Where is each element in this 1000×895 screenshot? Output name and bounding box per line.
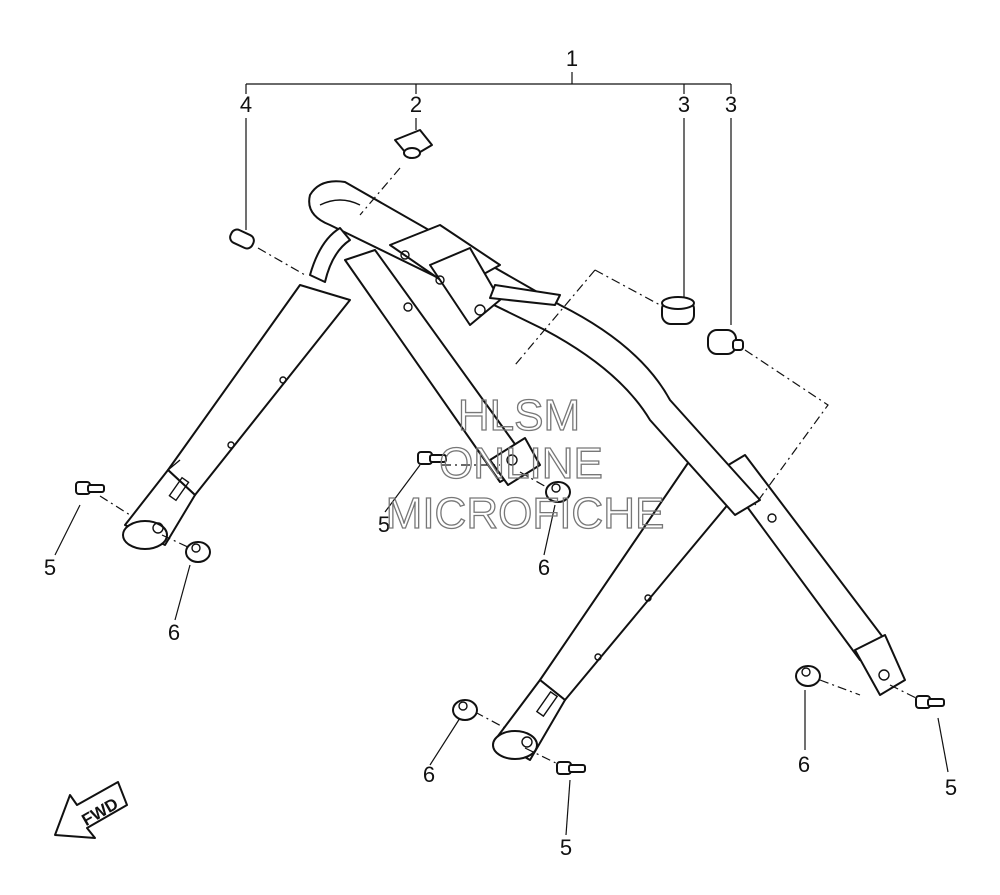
callout-nut-left: 6 — [168, 620, 180, 645]
nuts — [185, 481, 821, 721]
bolts — [75, 451, 945, 775]
callout-nut-center: 6 — [538, 555, 550, 580]
callout-pin: 4 — [240, 92, 252, 117]
callout-clamp: 2 — [410, 92, 422, 117]
watermark-line1: HLSM — [458, 391, 580, 440]
callout-damper-a: 3 — [678, 92, 690, 117]
callout-labels: 1 2 3 3 4 5 5 5 5 6 6 6 6 — [44, 46, 957, 860]
nut-bottom — [452, 699, 478, 721]
leader-lines — [54, 118, 949, 836]
center-brace — [344, 249, 541, 486]
callout-assembly: 1 — [566, 46, 578, 71]
callout-bolt-right: 5 — [945, 775, 957, 800]
callout-bolt-center: 5 — [378, 512, 390, 537]
pin-part — [229, 228, 255, 250]
assembly-bracket — [245, 72, 732, 94]
callout-bolt-left: 5 — [44, 555, 56, 580]
bolt-left — [75, 481, 105, 495]
fwd-arrow-icon: FWD — [54, 781, 128, 839]
damper-a-part — [661, 296, 695, 325]
leg-holes — [227, 302, 777, 661]
callout-bolt-bottom: 5 — [560, 835, 572, 860]
watermark-line3: MICROFICHE — [386, 489, 665, 538]
callout-nut-bottom: 6 — [423, 762, 435, 787]
callout-nut-right: 6 — [798, 752, 810, 777]
bolt-right — [915, 695, 945, 709]
clamp-part — [394, 129, 433, 159]
nut-right — [795, 665, 821, 687]
rear-brace — [719, 454, 906, 696]
mounting-plate — [389, 224, 561, 326]
nut-left — [185, 541, 211, 563]
bolt-center — [417, 451, 447, 465]
watermark: HLSM ONLINE MICROFICHE — [385, 390, 665, 538]
watermark-line2: ONLINE — [439, 439, 603, 488]
left-frame-leg — [122, 284, 351, 550]
bolt-bottom — [556, 761, 586, 775]
damper-b-part — [707, 329, 744, 355]
nut-center — [545, 481, 571, 503]
callout-damper-b: 3 — [725, 92, 737, 117]
